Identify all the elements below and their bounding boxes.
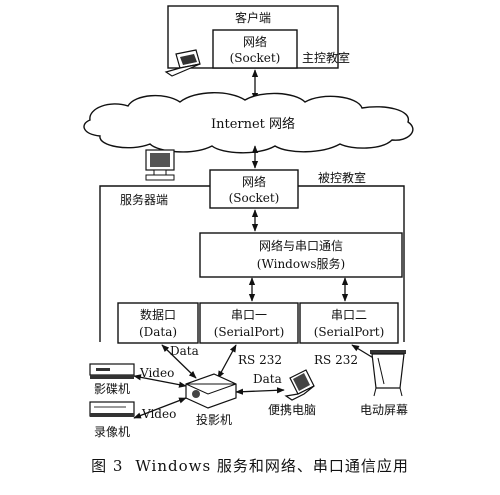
figure-caption-text: Windows 服务和网络、串口通信应用	[135, 457, 409, 475]
video-vcd-label: Video	[139, 366, 174, 380]
serial-port2-label-en: (SerialPort)	[314, 325, 385, 339]
client-network-label-en: (Socket)	[230, 51, 281, 65]
vcd-projector-link	[133, 374, 187, 388]
master-room-label: 主控教室	[302, 50, 350, 65]
video-vcr-label: Video	[141, 407, 176, 421]
service-label-en: (Windows服务)	[257, 256, 345, 271]
data-port-label-cn: 数据口	[140, 307, 176, 322]
server-network-box	[209, 169, 299, 209]
figure-number: 图 3	[91, 457, 124, 475]
port1-projector-link	[217, 344, 237, 379]
server-frame-left	[99, 185, 210, 342]
internet-cloud	[83, 92, 414, 154]
server-frame-right	[298, 185, 405, 342]
serial-port1-label-cn: 串口一	[231, 308, 267, 322]
data-port-label-en: (Data)	[139, 325, 177, 339]
internet-label: Internet 网络	[211, 116, 295, 132]
serial-port2-box	[299, 302, 399, 344]
data-port-box	[117, 302, 199, 344]
rs232-port1-label: RS 232	[238, 353, 282, 367]
laptop-data-label: Data	[253, 372, 282, 386]
vcd-player-icon	[89, 363, 135, 379]
serial-port1-label-en: (SerialPort)	[214, 325, 285, 339]
projection-screen-icon	[370, 350, 406, 397]
client-network-box	[212, 29, 298, 69]
data-link-label: Data	[170, 344, 199, 358]
vcr-label: 录像机	[94, 425, 130, 439]
client-network-label-cn: 网络	[243, 34, 267, 49]
laptop-label: 便携电脑	[268, 402, 316, 417]
server-title: 服务器端	[120, 192, 168, 207]
serial-port1-box	[199, 302, 299, 344]
client-title: 客户端	[235, 10, 271, 25]
windows-service-box	[199, 232, 403, 278]
controlled-room-label: 被控教室	[318, 170, 366, 185]
projector-icon	[185, 373, 237, 409]
data-port-projector-link	[161, 344, 197, 379]
vcr-projector-link	[133, 397, 187, 419]
server-computer-icon	[145, 149, 175, 181]
serial-port2-label-cn: 串口二	[331, 308, 367, 322]
figure-caption: 图 3 Windows 服务和网络、串口通信应用	[0, 455, 500, 476]
vcr-icon	[89, 401, 135, 417]
laptop-icon	[284, 369, 315, 401]
server-network-label-en: (Socket)	[229, 191, 280, 205]
server-network-label-cn: 网络	[242, 174, 266, 189]
client-laptop-icon	[164, 49, 201, 77]
laptop-projector-link	[235, 387, 285, 395]
screen-label: 电动屏幕	[360, 403, 408, 417]
rs232-port2-label: RS 232	[314, 353, 358, 367]
projector-label: 投影机	[196, 412, 232, 427]
vcd-label: 影碟机	[94, 382, 130, 396]
service-label-cn: 网络与串口通信	[259, 238, 343, 253]
